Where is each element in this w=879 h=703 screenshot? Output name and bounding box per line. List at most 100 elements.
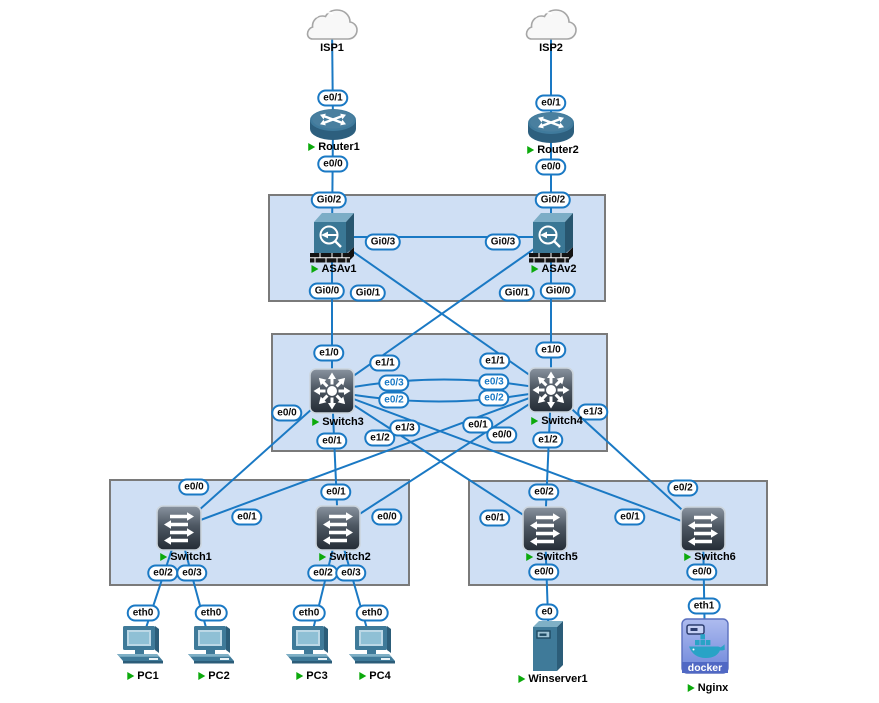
port-label[interactable]: e0/0 — [371, 508, 403, 526]
node-label-router2[interactable]: Router2 — [527, 144, 579, 156]
port-label[interactable]: e0/1 — [317, 89, 349, 107]
port-label[interactable]: e0/1 — [316, 432, 348, 450]
port-label[interactable]: Gi0/1 — [349, 284, 387, 302]
port-label[interactable]: Gi0/0 — [308, 282, 346, 300]
port-label[interactable]: e0/0 — [317, 155, 349, 173]
port-label[interactable]: Gi0/2 — [310, 191, 348, 209]
link-switch4-switch2[interactable] — [337, 389, 552, 529]
port-label[interactable]: e0/2 — [478, 389, 510, 407]
node-pc1[interactable] — [114, 625, 166, 667]
node-label-nginx[interactable]: Nginx — [687, 682, 728, 694]
cloud-icon — [525, 9, 577, 40]
link-switch4-switch6[interactable] — [550, 389, 704, 530]
port-label[interactable]: e1/0 — [313, 344, 345, 362]
port-label[interactable]: e1/2 — [364, 429, 396, 447]
port-label[interactable]: e0/0 — [178, 478, 210, 496]
node-router1[interactable] — [309, 108, 357, 142]
node-switch4[interactable] — [528, 367, 574, 413]
node-switch1[interactable] — [156, 505, 202, 551]
link-switch3-switch6[interactable] — [331, 390, 704, 530]
node-label-switch5[interactable]: Switch5 — [526, 551, 578, 563]
port-label[interactable]: e0/2 — [307, 564, 339, 582]
node-label-isp2[interactable]: ISP2 — [539, 42, 563, 54]
node-label-pc2[interactable]: PC2 — [198, 670, 230, 682]
node-pc2[interactable] — [185, 625, 237, 667]
node-label-isp1[interactable]: ISP1 — [320, 42, 344, 54]
node-switch5[interactable] — [522, 506, 568, 552]
node-label-switch6[interactable]: Switch6 — [684, 551, 736, 563]
port-label[interactable]: e1/3 — [577, 403, 609, 421]
port-label[interactable]: e0/0 — [528, 563, 560, 581]
port-label[interactable]: e0/1 — [479, 509, 511, 527]
node-winserver1[interactable] — [527, 619, 571, 675]
port-label[interactable]: e0/1 — [535, 94, 567, 112]
port-label[interactable]: e1/1 — [369, 354, 401, 372]
node-isp2[interactable] — [519, 5, 583, 45]
port-label[interactable]: e0/2 — [528, 483, 560, 501]
port-label[interactable]: e0/0 — [271, 404, 303, 422]
port-label[interactable]: e1/2 — [532, 431, 564, 449]
port-label[interactable]: e0/2 — [378, 391, 410, 409]
link-isp1-router1[interactable] — [331, 24, 334, 126]
switch-icon — [522, 506, 568, 552]
port-label[interactable]: e0/1 — [614, 508, 646, 526]
port-label[interactable]: e0/1 — [320, 483, 352, 501]
port-label[interactable]: e0/3 — [378, 374, 410, 392]
link-switch3-switch4[interactable] — [331, 389, 552, 403]
port-label[interactable]: e0/0 — [535, 158, 567, 176]
port-label[interactable]: Gi0/2 — [534, 191, 572, 209]
port-label[interactable]: eth1 — [687, 597, 721, 615]
port-label[interactable]: e0/3 — [176, 564, 208, 582]
port-label[interactable]: Gi0/3 — [364, 233, 402, 251]
link-switch3-switch1[interactable] — [178, 390, 333, 529]
link-switch3-switch2[interactable] — [331, 390, 339, 529]
port-label[interactable]: eth0 — [355, 604, 389, 622]
port-label[interactable]: e0/3 — [335, 564, 367, 582]
port-label[interactable]: e1/3 — [389, 419, 421, 437]
port-label[interactable]: eth0 — [126, 604, 160, 622]
port-label[interactable]: eth0 — [194, 604, 228, 622]
node-isp1[interactable] — [300, 5, 364, 45]
node-label-switch2[interactable]: Switch2 — [319, 551, 371, 563]
node-asav1[interactable] — [308, 210, 356, 264]
port-label[interactable]: e0/1 — [231, 508, 263, 526]
port-label[interactable]: e0/2 — [147, 564, 179, 582]
node-label-switch1[interactable]: Switch1 — [160, 551, 212, 563]
port-label[interactable]: Gi0/0 — [539, 282, 577, 300]
node-label-router1[interactable]: Router1 — [308, 141, 360, 153]
node-label-asav1[interactable]: ASAv1 — [311, 263, 357, 275]
link-switch4-switch1[interactable] — [178, 389, 552, 529]
node-label-pc3[interactable]: PC3 — [296, 670, 328, 682]
node-label-switch4[interactable]: Switch4 — [531, 415, 583, 427]
node-router2[interactable] — [527, 111, 575, 145]
node-name-text: Router1 — [318, 141, 360, 153]
port-label[interactable]: e0/3 — [478, 373, 510, 391]
node-label-switch3[interactable]: Switch3 — [312, 416, 364, 428]
node-pc3[interactable] — [283, 625, 335, 667]
port-label[interactable]: Gi0/3 — [484, 233, 522, 251]
node-switch6[interactable] — [680, 506, 726, 552]
port-label[interactable]: e1/0 — [535, 341, 567, 359]
node-label-winserver1[interactable]: Winserver1 — [518, 673, 588, 685]
node-label-asav2[interactable]: ASAv2 — [531, 263, 577, 275]
link-asav2-switch3[interactable] — [331, 236, 552, 392]
port-label[interactable]: eth0 — [292, 604, 326, 622]
node-pc4[interactable] — [346, 625, 398, 667]
link-switch3-switch4[interactable] — [331, 378, 552, 392]
link-switch4-switch5[interactable] — [544, 389, 552, 530]
node-label-pc4[interactable]: PC4 — [359, 670, 391, 682]
node-switch3[interactable] — [309, 368, 355, 414]
node-label-pc1[interactable]: PC1 — [127, 670, 159, 682]
port-label[interactable]: e0/2 — [667, 479, 699, 497]
link-switch3-switch5[interactable] — [331, 390, 546, 530]
port-label[interactable]: e0 — [535, 603, 559, 621]
port-label[interactable]: e0/0 — [686, 563, 718, 581]
node-nginx[interactable]: docker — [681, 618, 729, 682]
port-label[interactable]: e0/0 — [486, 426, 518, 444]
node-switch2[interactable] — [315, 505, 361, 551]
port-label[interactable]: e1/1 — [479, 352, 511, 370]
node-name-text: PC1 — [137, 670, 159, 682]
node-asav2[interactable] — [527, 210, 575, 264]
port-label[interactable]: e0/1 — [462, 416, 494, 434]
port-label[interactable]: Gi0/1 — [498, 284, 536, 302]
